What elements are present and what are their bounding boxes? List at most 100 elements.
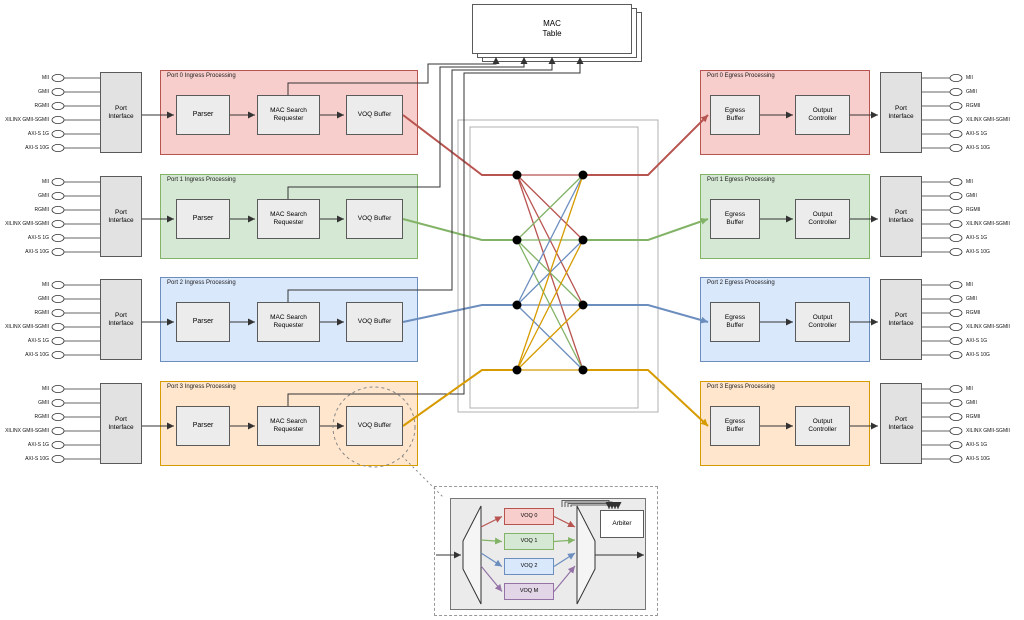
crossbar-link bbox=[516, 174, 584, 306]
crossbar-input-node bbox=[512, 365, 522, 375]
mac-search-requester-box: MAC Search Requester bbox=[257, 95, 320, 135]
demux-to-voq-arrow bbox=[480, 515, 503, 528]
interface-label: RGMII bbox=[34, 310, 49, 316]
ingress-region-title: Port 0 Ingress Processing bbox=[167, 73, 236, 79]
interface-label: AXI-S 1G bbox=[27, 442, 49, 448]
interface-label: XILINX GMII-SGMII bbox=[966, 428, 1010, 434]
interface-label: AXI-S 10G bbox=[966, 456, 990, 462]
interface-label: MII bbox=[42, 179, 49, 185]
egress-buffer-box: Egress Buffer bbox=[710, 95, 760, 135]
voq-to-mux-arrow bbox=[553, 515, 576, 528]
voq-to-mux-arrow bbox=[553, 565, 576, 592]
interface-label: AXI-S 1G bbox=[966, 442, 988, 448]
interface-label: MII bbox=[42, 75, 49, 81]
interface-label: RGMII bbox=[966, 414, 981, 420]
demux-to-voq-arrow bbox=[480, 552, 503, 568]
voq-queue-box: VOQ M bbox=[504, 583, 554, 600]
interface-label: AXI-S 1G bbox=[966, 131, 988, 137]
interface-label: GMII bbox=[966, 400, 977, 406]
mac-table-box: MAC Table bbox=[472, 4, 632, 54]
interface-label: XILINX GMII-SGMII bbox=[966, 117, 1010, 123]
interface-label: AXI-S 10G bbox=[25, 249, 49, 255]
voq-buffer-box: VOQ Buffer bbox=[346, 95, 403, 135]
crossbar-link bbox=[516, 174, 584, 241]
interface-label: RGMII bbox=[966, 103, 981, 109]
interface-label: AXI-S 1G bbox=[27, 235, 49, 241]
interface-label: XILINX GMII-SGMII bbox=[5, 324, 49, 330]
parser-box: Parser bbox=[176, 302, 230, 342]
voq-queue-box: VOQ 0 bbox=[504, 508, 554, 525]
output-controller-box: Output Controller bbox=[795, 406, 850, 446]
egress-buffer-box: Egress Buffer bbox=[710, 406, 760, 446]
interface-label: GMII bbox=[966, 296, 977, 302]
crossbar-link bbox=[516, 304, 584, 371]
egress-region-title: Port 1 Egress Processing bbox=[707, 177, 775, 183]
interface-label: GMII bbox=[966, 89, 977, 95]
crossbar-input-node bbox=[512, 170, 522, 180]
mac-query-wire bbox=[287, 57, 556, 302]
interface-label: AXI-S 1G bbox=[27, 338, 49, 344]
egress-port-interface-box: Port Interface bbox=[880, 279, 922, 360]
ingress-to-crossbar-wire bbox=[402, 304, 517, 323]
crossbar-to-egress-wire bbox=[583, 369, 709, 427]
ingress-to-crossbar-wire bbox=[402, 369, 517, 427]
interface-label: XILINX GMII-SGMII bbox=[966, 324, 1010, 330]
voq-queue-box: VOQ 1 bbox=[504, 533, 554, 550]
demux-shape bbox=[462, 505, 482, 605]
output-controller-box: Output Controller bbox=[795, 302, 850, 342]
ingress-port-interface-box: Port Interface bbox=[100, 383, 142, 464]
ingress-port-interface-box: Port Interface bbox=[100, 72, 142, 153]
crossbar-output-node bbox=[578, 300, 588, 310]
interface-label: AXI-S 1G bbox=[966, 338, 988, 344]
interface-label: AXI-S 10G bbox=[25, 352, 49, 358]
interface-label: MII bbox=[966, 179, 973, 185]
crossbar-output-node bbox=[578, 170, 588, 180]
interface-label: GMII bbox=[38, 89, 49, 95]
interface-label: AXI-S 10G bbox=[25, 456, 49, 462]
crossbar-to-egress-wire bbox=[583, 114, 709, 176]
interface-label: MII bbox=[42, 282, 49, 288]
interface-label: AXI-S 10G bbox=[25, 145, 49, 151]
demux-to-voq-arrow bbox=[480, 537, 503, 545]
arbiter-box: Arbiter bbox=[600, 510, 644, 538]
crossbar-output-node bbox=[578, 365, 588, 375]
mac-query-wire bbox=[287, 57, 584, 406]
egress-buffer-box: Egress Buffer bbox=[710, 302, 760, 342]
voq-queue-box: VOQ 2 bbox=[504, 558, 554, 575]
demux-to-voq-arrow bbox=[480, 565, 503, 592]
ingress-region-title: Port 2 Ingress Processing bbox=[167, 280, 236, 286]
crossbar-output-node bbox=[578, 235, 588, 245]
voq-to-mux-arrow bbox=[553, 537, 576, 544]
voq-to-mux-arrow bbox=[553, 552, 576, 568]
egress-port-interface-box: Port Interface bbox=[880, 383, 922, 464]
mac-search-requester-box: MAC Search Requester bbox=[257, 302, 320, 342]
output-controller-box: Output Controller bbox=[795, 95, 850, 135]
interface-label: XILINX GMII-SGMII bbox=[5, 117, 49, 123]
crossbar-inner-box bbox=[469, 126, 639, 409]
ingress-region-title: Port 3 Ingress Processing bbox=[167, 384, 236, 390]
interface-label: AXI-S 10G bbox=[966, 145, 990, 151]
parser-box: Parser bbox=[176, 406, 230, 446]
crossbar-link bbox=[516, 174, 584, 371]
crossbar-input-node bbox=[512, 300, 522, 310]
egress-region-title: Port 0 Egress Processing bbox=[707, 73, 775, 79]
interface-label: MII bbox=[42, 386, 49, 392]
interface-label: RGMII bbox=[966, 310, 981, 316]
crossbar-link bbox=[516, 239, 584, 371]
voq-buffer-box: VOQ Buffer bbox=[346, 199, 403, 239]
ingress-region-title: Port 1 Ingress Processing bbox=[167, 177, 236, 183]
egress-buffer-box: Egress Buffer bbox=[710, 199, 760, 239]
interface-label: RGMII bbox=[34, 103, 49, 109]
voq-buffer-box: VOQ Buffer bbox=[346, 302, 403, 342]
interface-label: MII bbox=[966, 386, 973, 392]
voq-zoom-circle bbox=[332, 386, 416, 468]
mac-query-wire bbox=[287, 57, 528, 199]
parser-box: Parser bbox=[176, 199, 230, 239]
interface-label: XILINX GMII-SGMII bbox=[5, 428, 49, 434]
arbiter-control-wire bbox=[570, 502, 622, 509]
interface-label: AXI-S 1G bbox=[27, 131, 49, 137]
interface-label: GMII bbox=[38, 193, 49, 199]
